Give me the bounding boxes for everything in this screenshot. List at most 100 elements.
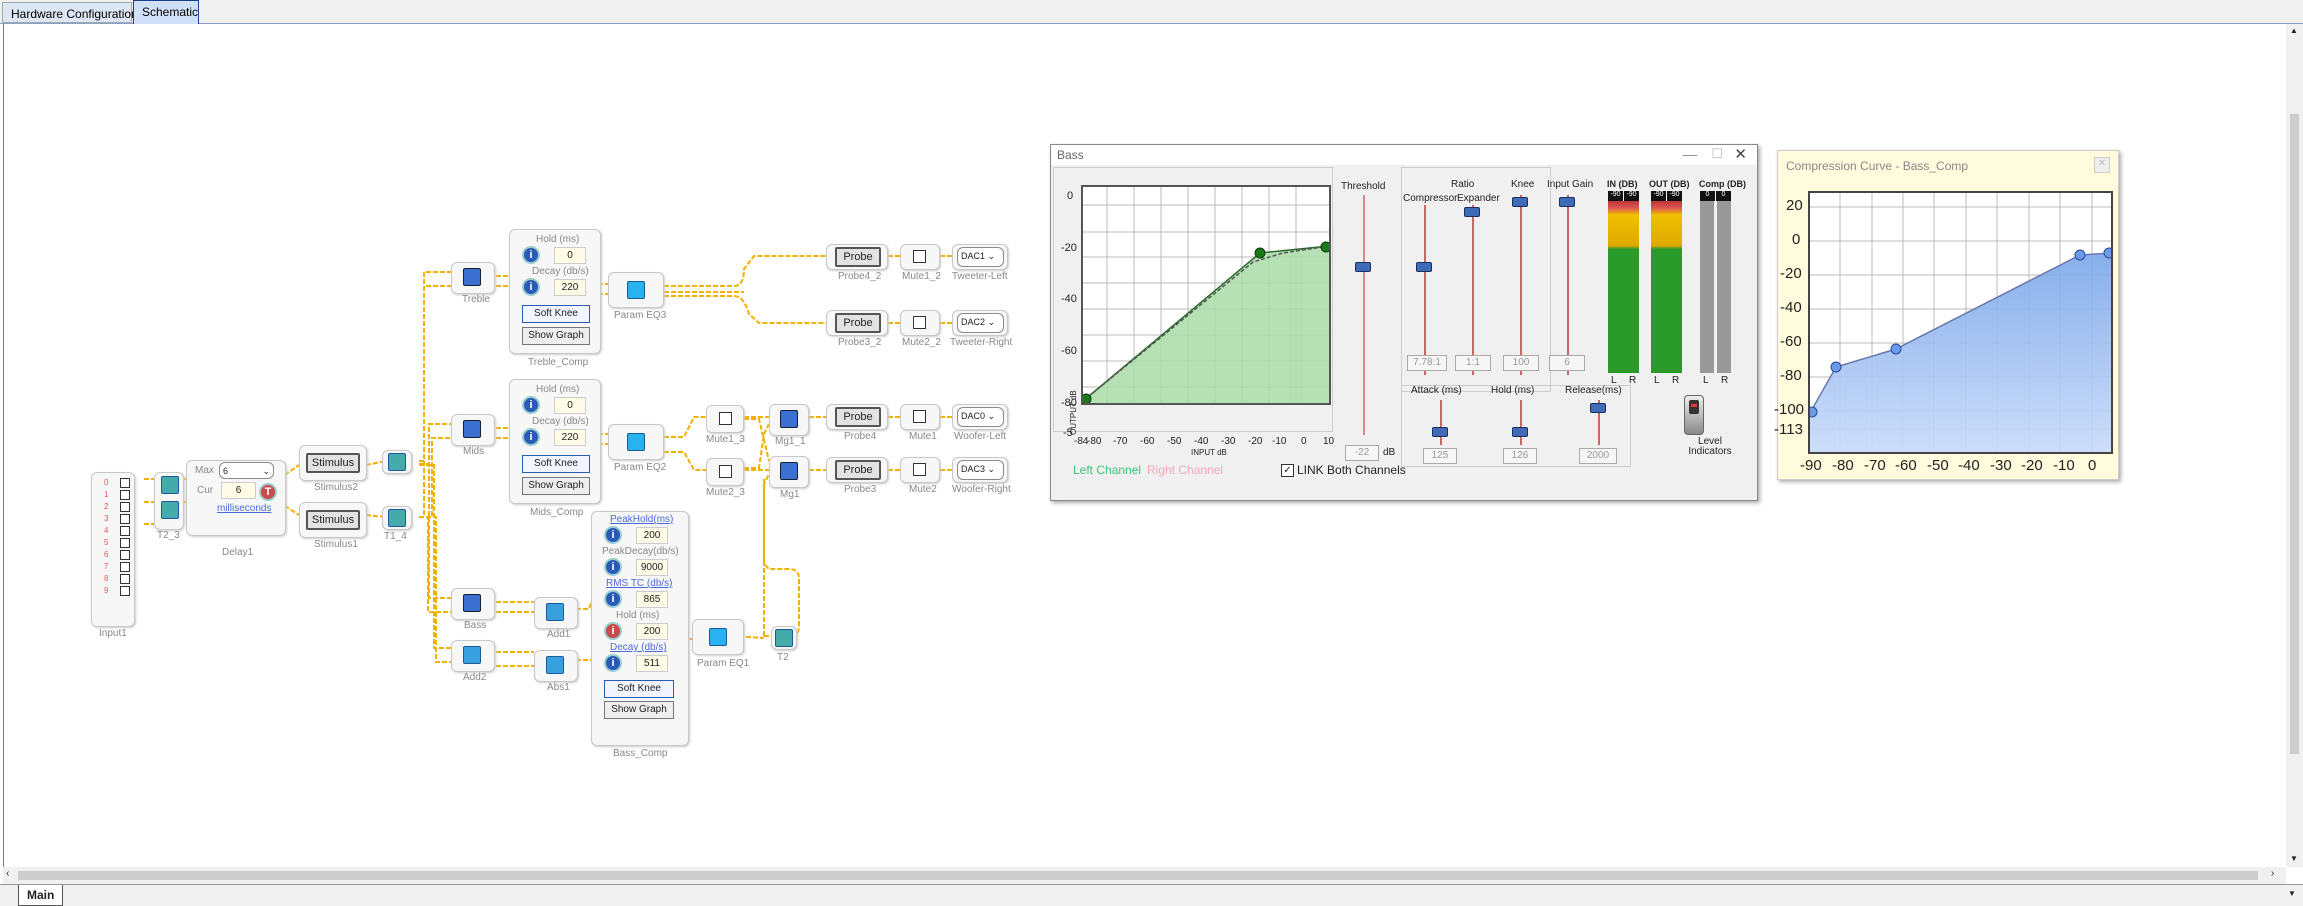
- input-checkbox-2[interactable]: [120, 502, 130, 512]
- mute2-2-checkbox[interactable]: [913, 316, 926, 329]
- right-channel-label[interactable]: Right Channel: [1147, 463, 1224, 477]
- hold-track[interactable]: [1520, 400, 1522, 445]
- compressor-value[interactable]: 7.78:1: [1407, 355, 1447, 371]
- treble-block[interactable]: [451, 262, 495, 294]
- mute2-2-block[interactable]: [900, 310, 940, 336]
- bass-peak-hold-value[interactable]: 200: [636, 527, 668, 544]
- mg1-1-block[interactable]: [769, 404, 809, 436]
- left-channel-label[interactable]: Left Channel: [1073, 463, 1142, 477]
- tab-hardware-configuration[interactable]: Hardware Configuration: [2, 2, 138, 23]
- scroll-right-icon[interactable]: ›: [2271, 868, 2275, 879]
- dac3-dropdown[interactable]: DAC3 ⌄: [957, 460, 1004, 480]
- param-eq1-block[interactable]: [692, 619, 744, 655]
- probe3-2-block[interactable]: Probe: [826, 310, 888, 336]
- stimulus2-block[interactable]: Stimulus: [299, 445, 367, 481]
- mids-show-graph-button[interactable]: Show Graph: [522, 477, 590, 495]
- bass-decay-value[interactable]: 511: [636, 655, 668, 672]
- link-both-checkbox[interactable]: ✓: [1281, 464, 1294, 477]
- input-gain-track[interactable]: [1567, 195, 1569, 375]
- mids-block[interactable]: [451, 414, 495, 446]
- dac0-dropdown[interactable]: DAC0 ⌄: [957, 407, 1004, 427]
- input-checkbox-4[interactable]: [120, 526, 130, 536]
- input-checkbox-9[interactable]: [120, 586, 130, 596]
- hold-value[interactable]: 126: [1503, 448, 1537, 464]
- param-eq2-block[interactable]: [608, 424, 664, 460]
- scroll-up-icon[interactable]: ▲: [2290, 26, 2298, 35]
- hold-slider-thumb[interactable]: [1512, 427, 1528, 437]
- horizontal-scroll-thumb[interactable]: [18, 871, 2258, 880]
- scroll-left-icon[interactable]: ‹: [6, 868, 10, 879]
- probe3-2-button[interactable]: Probe: [835, 313, 881, 333]
- probe4-2-block[interactable]: Probe: [826, 244, 888, 270]
- dac2-block[interactable]: DAC2 ⌄: [952, 310, 1008, 336]
- maximize-icon[interactable]: ☐: [1711, 146, 1723, 161]
- probe4-2-button[interactable]: Probe: [835, 247, 881, 267]
- delay1-block[interactable]: Max 6⌄ Cur 6 T milliseconds: [186, 460, 286, 536]
- compressor-slider-thumb[interactable]: [1416, 262, 1432, 272]
- mids-hold-knob-icon[interactable]: i: [522, 396, 540, 414]
- attack-value[interactable]: 125: [1423, 448, 1457, 464]
- bass-peak-hold-knob-icon[interactable]: i: [604, 526, 622, 544]
- attack-slider-thumb[interactable]: [1432, 427, 1448, 437]
- bass-soft-knee-button[interactable]: Soft Knee: [604, 680, 674, 698]
- release-slider-thumb[interactable]: [1590, 403, 1606, 413]
- bass-rms-knob-icon[interactable]: i: [604, 590, 622, 608]
- mids-hold-value[interactable]: 0: [554, 397, 586, 414]
- mute1-block[interactable]: [900, 404, 940, 430]
- delay-cur-value[interactable]: 6: [221, 482, 256, 499]
- curve-window-close-icon[interactable]: ✕: [2094, 157, 2110, 173]
- delay-max-dropdown[interactable]: 6⌄: [219, 462, 274, 479]
- knee-slider-thumb[interactable]: [1512, 197, 1528, 207]
- abs1-block[interactable]: [534, 650, 578, 682]
- vertical-scrollbar[interactable]: ▲ ▼: [2286, 24, 2303, 867]
- mute2-3-block[interactable]: [706, 458, 744, 486]
- mute1-checkbox[interactable]: [913, 410, 926, 423]
- tab-schematic[interactable]: Schematic: [133, 0, 199, 24]
- dac3-block[interactable]: DAC3 ⌄: [952, 457, 1008, 483]
- treble-comp-block[interactable]: Hold (ms) i 0 Decay (db/s) i 220 Soft Kn…: [509, 229, 601, 354]
- level-indicators-toggle[interactable]: [1684, 395, 1704, 435]
- treble-hold-value[interactable]: 0: [554, 247, 586, 264]
- mids-decay-value[interactable]: 220: [554, 429, 586, 446]
- mute1-3-checkbox[interactable]: [719, 412, 732, 425]
- mids-comp-block[interactable]: Hold (ms) i 0 Decay (db/s) i 220 Soft Kn…: [509, 379, 601, 504]
- tab-main[interactable]: Main: [18, 885, 64, 906]
- tab-list-chevron-icon[interactable]: ▼: [2288, 889, 2296, 898]
- bass-compressor-window[interactable]: Bass — ☐ ✕ 0 -20 -40 -60 -80 -5 OUTPUT d…: [1050, 144, 1758, 501]
- mute1-3-block[interactable]: [706, 405, 744, 433]
- t2-block[interactable]: [771, 626, 797, 650]
- t-split-block-top[interactable]: [382, 450, 412, 474]
- bass-hold-value[interactable]: 200: [636, 623, 668, 640]
- close-icon[interactable]: ✕: [1734, 146, 1747, 163]
- dac1-block[interactable]: DAC1 ⌄: [952, 244, 1008, 270]
- bass-comp-block[interactable]: PeakHold(ms) i 200 PeakDecay(db/s) i 900…: [591, 511, 689, 746]
- release-value[interactable]: 2000: [1579, 448, 1617, 464]
- mute2-checkbox[interactable]: [913, 463, 926, 476]
- stimulus1-block[interactable]: Stimulus: [299, 502, 367, 538]
- mute2-3-checkbox[interactable]: [719, 465, 732, 478]
- treble-show-graph-button[interactable]: Show Graph: [522, 327, 590, 345]
- treble-decay-value[interactable]: 220: [554, 279, 586, 296]
- expander-value[interactable]: 1:1: [1455, 355, 1491, 371]
- mute1-2-checkbox[interactable]: [913, 250, 926, 263]
- bass-hold-knob-icon[interactable]: i: [604, 622, 622, 640]
- horizontal-scrollbar[interactable]: ‹ ›: [3, 867, 2286, 884]
- probe3-block[interactable]: Probe: [826, 457, 888, 483]
- input-checkbox-3[interactable]: [120, 514, 130, 524]
- release-track[interactable]: [1598, 400, 1600, 445]
- mg1-block[interactable]: [769, 456, 809, 488]
- input-checkbox-6[interactable]: [120, 550, 130, 560]
- mids-decay-knob-icon[interactable]: i: [522, 428, 540, 446]
- probe3-button[interactable]: Probe: [835, 460, 881, 480]
- compression-curve-window[interactable]: Compression Curve - Bass_Comp ✕ 20 0 -20…: [1774, 150, 2119, 480]
- t2-3-block[interactable]: [154, 472, 184, 530]
- expander-slider-thumb[interactable]: [1464, 207, 1480, 217]
- scroll-down-icon[interactable]: ▼: [2290, 854, 2298, 863]
- attack-track[interactable]: [1440, 400, 1442, 445]
- threshold-value[interactable]: -22: [1345, 445, 1379, 461]
- bass-transfer-plot[interactable]: [1080, 185, 1332, 405]
- dac1-dropdown[interactable]: DAC1 ⌄: [957, 247, 1004, 267]
- probe4-block[interactable]: Probe: [826, 404, 888, 430]
- mute1-2-block[interactable]: [900, 244, 940, 270]
- bass-rms-value[interactable]: 865: [636, 591, 668, 608]
